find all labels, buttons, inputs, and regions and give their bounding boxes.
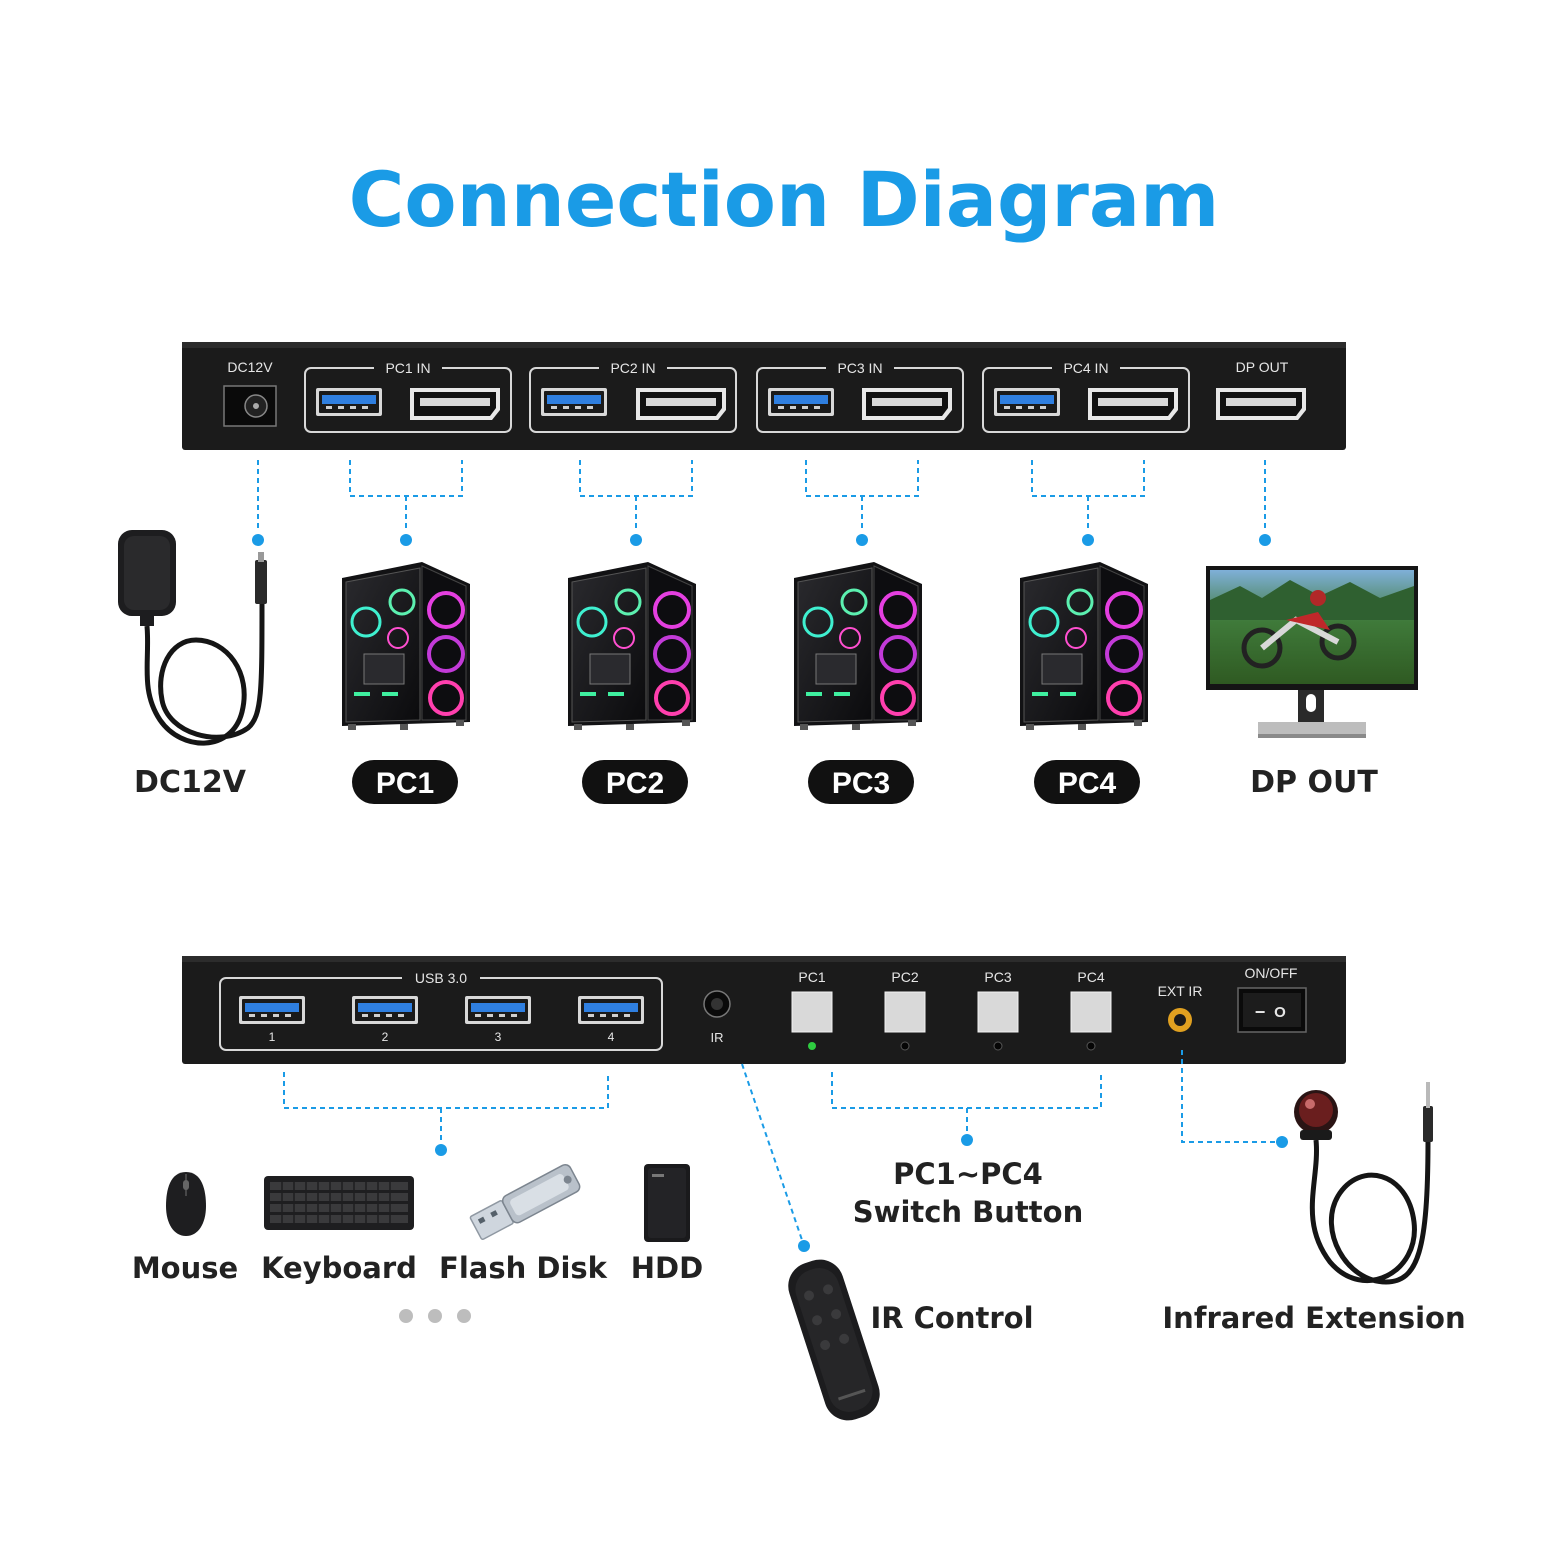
infrared-extension-label: Infrared Extension [1162, 1301, 1465, 1335]
hdd-icon [644, 1164, 690, 1242]
button-label: PC3 [984, 969, 1011, 985]
pc3-switch-button[interactable] [977, 991, 1019, 1033]
peripheral-label-mouse: Mouse [132, 1251, 238, 1285]
input-group-pc2: PC2 IN [529, 360, 737, 433]
pc1-badge: PC1 [352, 760, 458, 804]
monitor-label: DP OUT [1250, 765, 1378, 800]
monitor-icon [1206, 566, 1418, 738]
button-label: PC1 [798, 969, 825, 985]
pc2-led [900, 1041, 910, 1051]
pc2-switch-button[interactable] [884, 991, 926, 1033]
dp-in-port[interactable] [410, 388, 500, 420]
pc-badge-label: PC3 [832, 767, 890, 800]
panel-dp-out-label: DP OUT [1236, 359, 1289, 375]
usb-hub-port-4[interactable] [578, 996, 644, 1024]
dp-in-port[interactable] [1088, 388, 1178, 420]
dp-in-port[interactable] [636, 388, 726, 420]
pc-badge-label: PC2 [606, 767, 664, 800]
usb-port[interactable] [768, 388, 834, 416]
infrared-extension-icon [1294, 1082, 1433, 1285]
ext-ir-label: EXT IR [1158, 983, 1203, 999]
dc-jack [223, 385, 277, 427]
peripheral-label-flash-disk: Flash Disk [439, 1251, 608, 1285]
top-connectors [257, 460, 1266, 532]
pc2-badge: PC2 [582, 760, 688, 804]
usb-port-number: 3 [495, 1030, 502, 1044]
diagram-title: Connection Diagram [349, 155, 1220, 244]
pc1-tower-icon [340, 560, 472, 732]
power-switch[interactable]: − O [1237, 987, 1307, 1033]
pc4-badge: PC4 [1034, 760, 1140, 804]
input-label: PC3 IN [837, 360, 882, 376]
keyboard-icon [264, 1176, 414, 1230]
ir-control-label: IR Control [870, 1301, 1033, 1335]
usb-hub-port-1[interactable] [239, 996, 305, 1024]
usb-port[interactable] [994, 388, 1060, 416]
usb-hub-port-2[interactable] [352, 996, 418, 1024]
pc-badge-label: PC4 [1058, 767, 1117, 800]
pc1-switch-button[interactable] [791, 991, 833, 1033]
pc4-tower-icon [1018, 560, 1150, 732]
usb-port[interactable] [316, 388, 382, 416]
input-label: PC2 IN [610, 360, 655, 376]
switch-mark-on: − [1255, 1002, 1266, 1022]
input-group-pc3: PC3 IN [756, 360, 964, 433]
top-connector-dots [252, 534, 1271, 546]
front-panel: DC12V PC1 IN PC2 IN PC3 IN [182, 342, 1346, 450]
pc-badge-label: PC1 [376, 767, 434, 800]
usb-port-number: 2 [382, 1030, 389, 1044]
power-adapter-icon [118, 530, 267, 746]
switch-button-label-line2: Switch Button [853, 1195, 1083, 1229]
pc3-badge: PC3 [808, 760, 914, 804]
input-group-pc1: PC1 IN [304, 360, 512, 433]
bottom-connector-dots [435, 1134, 1288, 1252]
more-peripherals-icon [399, 1309, 471, 1323]
back-panel: USB 3.0 1 2 3 4 IR PC1 PC2 PC3 PC4 EXT I… [182, 956, 1346, 1064]
ext-ir-jack[interactable] [1168, 1008, 1192, 1032]
ir-receiver [703, 990, 731, 1018]
flash-disk-icon [469, 1164, 581, 1240]
usb-port[interactable] [541, 388, 607, 416]
dp-in-port[interactable] [862, 388, 952, 420]
input-label: PC4 IN [1063, 360, 1108, 376]
bottom-connectors [283, 1050, 1276, 1241]
button-label: PC2 [891, 969, 918, 985]
usb-hub-port-3[interactable] [465, 996, 531, 1024]
input-label: PC1 IN [385, 360, 430, 376]
pc4-switch-button[interactable] [1070, 991, 1112, 1033]
pc1-led [808, 1042, 816, 1050]
usb-port-number: 4 [608, 1030, 615, 1044]
mouse-icon [166, 1172, 206, 1236]
switch-button-label-line1: PC1~PC4 [893, 1157, 1043, 1191]
button-label: PC4 [1077, 969, 1104, 985]
ir-label: IR [711, 1030, 724, 1045]
usb-group-label: USB 3.0 [415, 970, 467, 986]
input-group-pc4: PC4 IN [982, 360, 1190, 433]
usb-port-number: 1 [269, 1030, 276, 1044]
pc2-tower-icon [566, 560, 698, 732]
dp-out-port[interactable] [1216, 388, 1306, 420]
switch-label: ON/OFF [1245, 965, 1298, 981]
pc4-led [1086, 1041, 1096, 1051]
switch-mark-off: O [1274, 1004, 1286, 1021]
peripheral-label-hdd: HDD [631, 1251, 703, 1285]
peripheral-label-keyboard: Keyboard [261, 1251, 417, 1285]
panel-dc-label: DC12V [227, 359, 273, 375]
pc3-led [993, 1041, 1003, 1051]
pc3-tower-icon [792, 560, 924, 732]
dc-device-label: DC12V [134, 765, 247, 800]
ir-remote-icon [788, 1259, 880, 1421]
